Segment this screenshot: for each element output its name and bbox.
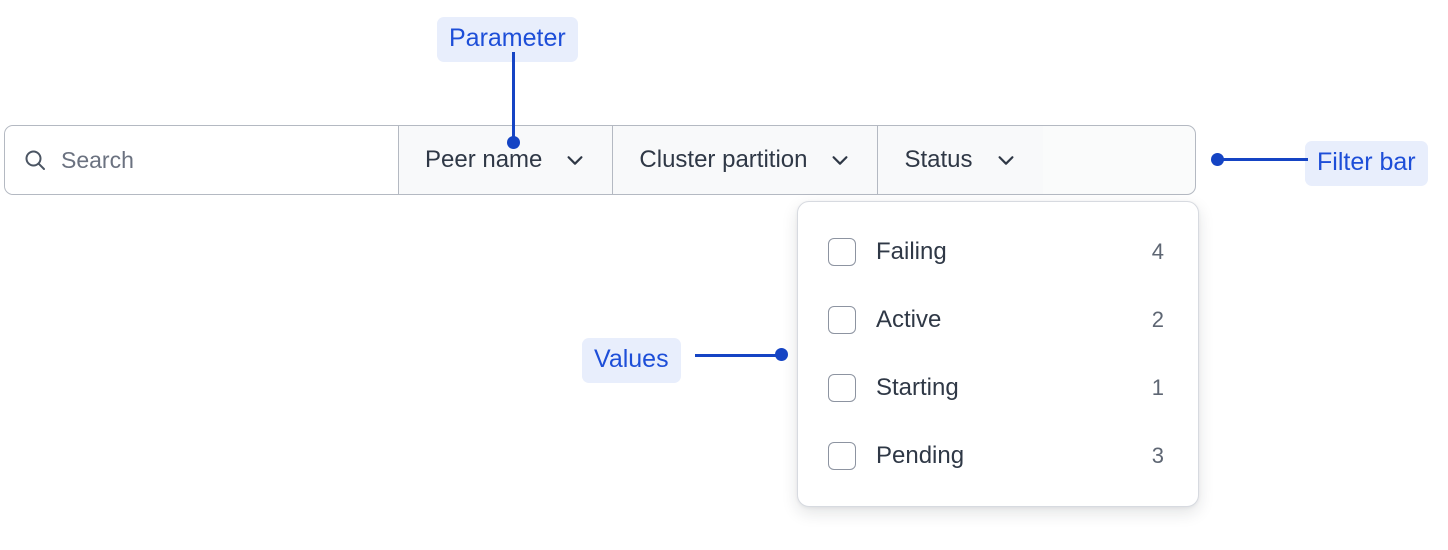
filter-chip-status[interactable]: Status [878, 126, 1043, 194]
list-item-count: 3 [1151, 443, 1164, 468]
annotation-leader-line-values [695, 354, 783, 357]
list-item-count: 4 [1151, 239, 1164, 264]
annotation-label-parameter: Parameter [437, 17, 578, 62]
search-input[interactable] [61, 146, 361, 174]
list-item-label: Pending [876, 442, 965, 469]
checkbox[interactable] [828, 374, 856, 402]
chevron-down-icon [829, 149, 851, 171]
chevron-down-icon [564, 149, 586, 171]
filter-chip-label: Cluster partition [639, 146, 808, 173]
search-field[interactable] [5, 126, 399, 194]
annotation-label-values: Values [582, 338, 681, 383]
list-item[interactable]: Pending 3 [828, 422, 1164, 490]
filter-chip-label: Status [904, 146, 973, 173]
list-item[interactable]: Starting 1 [828, 354, 1164, 422]
search-icon [23, 148, 47, 172]
list-item[interactable]: Active 2 [828, 286, 1164, 354]
list-item-count: 1 [1151, 375, 1164, 400]
annotation-leader-line-filter-bar [1222, 158, 1308, 161]
list-item-label: Starting [876, 374, 959, 401]
list-item-label: Active [876, 306, 942, 333]
annotation-dot-parameter [507, 136, 520, 149]
filter-chip-cluster-partition[interactable]: Cluster partition [613, 126, 879, 194]
status-filter-dropdown: Failing 4 Active 2 Starting 1 Pending 3 [797, 201, 1199, 507]
list-item[interactable]: Failing 4 [828, 218, 1164, 286]
list-item-count: 2 [1151, 307, 1164, 332]
annotation-label-filter-bar: Filter bar [1305, 141, 1428, 186]
checkbox[interactable] [828, 238, 856, 266]
annotation-leader-line-parameter [512, 52, 515, 140]
annotation-dot-filter-bar [1211, 153, 1224, 166]
filter-bar: Peer name Cluster partition Status [4, 125, 1196, 195]
checkbox[interactable] [828, 442, 856, 470]
filter-chip-peer-name[interactable]: Peer name [399, 126, 614, 194]
annotation-dot-values [775, 348, 788, 361]
chevron-down-icon [995, 149, 1017, 171]
filter-chip-label: Peer name [425, 146, 543, 173]
checkbox[interactable] [828, 306, 856, 334]
list-item-label: Failing [876, 238, 947, 265]
